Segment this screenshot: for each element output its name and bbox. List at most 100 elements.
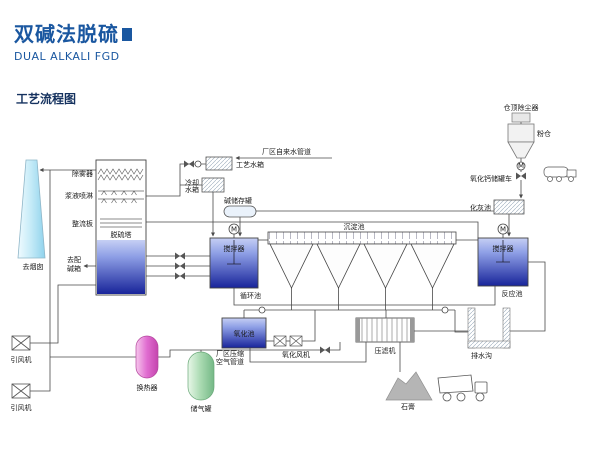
silo-dust-collector-box xyxy=(511,112,531,123)
powder-silo-body xyxy=(507,123,535,143)
spray-layer-icon xyxy=(98,190,144,204)
filter-press-label: 压滤机 xyxy=(375,346,396,355)
demister-icon xyxy=(97,168,144,181)
valve-icon xyxy=(516,172,526,180)
filter-press: 压滤机 xyxy=(355,317,415,355)
cooling-water-tank: 冷却 水箱 xyxy=(185,177,225,194)
reaction-tank: M 搅拌器 反应池 xyxy=(477,223,529,298)
id-fan-2: 引风机 xyxy=(11,383,32,412)
motor-label: M xyxy=(518,162,524,170)
alkali-storage-tank-label: 碱储存罐 xyxy=(224,196,252,205)
gas-storage-tank: 储气罐 厂区压缩 空气管道 xyxy=(187,349,244,413)
process-water-tank: 工艺水箱 厂区自来水管道 xyxy=(205,147,311,171)
alkali-storage-tank-vessel xyxy=(223,205,257,218)
tap-water-pipe-label: 厂区自来水管道 xyxy=(262,147,311,156)
diagram-title: 工艺流程图 xyxy=(16,92,77,106)
oxidation-fan-label: 氧化风机 xyxy=(282,350,310,359)
drain-ditch-label: 排水沟 xyxy=(471,351,492,360)
valve-icon xyxy=(320,346,330,354)
pipe-hopper-drops xyxy=(291,288,433,310)
alkali-storage-tank: 碱储存罐 xyxy=(223,196,257,218)
page-subtitle: DUAL ALKALI FGD xyxy=(14,50,120,63)
to-alkali-tank-label-1: 去配 xyxy=(67,255,81,264)
agitator-shaft xyxy=(227,240,241,265)
pipe-filtrate xyxy=(249,342,367,363)
silo-dust-collector-label: 仓顶除尘器 xyxy=(504,103,539,112)
motor-label: M xyxy=(500,226,506,234)
gypsum-label: 石膏 xyxy=(401,402,415,411)
id-fan-1-label: 引风机 xyxy=(11,355,32,364)
sedimentation-launder xyxy=(267,231,457,245)
agitator-left-label: 搅拌器 xyxy=(224,244,245,253)
process-water-tank-label: 工艺水箱 xyxy=(236,160,264,169)
header: 双碱法脱硫 DUAL ALKALI FGD xyxy=(14,18,132,63)
motor-icon xyxy=(516,161,526,171)
drain-floor xyxy=(467,340,511,349)
oxidation-pool-label: 氧化池 xyxy=(234,329,255,338)
pipe-fan2-riser xyxy=(30,170,51,392)
slurry-spray-label: 浆液喷淋 xyxy=(65,191,93,200)
circulation-tank: M 搅拌器 循环池 xyxy=(209,223,261,300)
pipes xyxy=(30,122,546,392)
lime-slaking-pool-box xyxy=(493,199,525,215)
gypsum-pile-icon xyxy=(385,371,433,401)
chimney-label: 去烟囱 xyxy=(23,262,44,271)
pump-icon xyxy=(258,306,266,314)
tower-liquid xyxy=(97,240,145,294)
fgd-tower-label: 脱硫塔 xyxy=(111,230,132,239)
oxidation-fans: 氧化风机 xyxy=(273,335,310,359)
gas-storage-tank-vessel xyxy=(187,351,215,401)
filter-press-endplate xyxy=(410,318,414,342)
fgd-tower: 除雾器 浆液喷淋 整流板 脱硫塔 去配 碱箱 xyxy=(65,159,147,296)
oxidation-pool: 氧化池 xyxy=(221,317,267,349)
pump-icon xyxy=(194,160,202,168)
heat-exchanger-label: 换热器 xyxy=(137,383,158,392)
id-fan-2-label: 引风机 xyxy=(11,403,32,412)
id-fan-1: 引风机 xyxy=(11,335,32,364)
pipe-oxifan-3 xyxy=(302,310,316,342)
sedimentation-hoppers xyxy=(269,243,455,289)
valve-icon xyxy=(175,272,185,280)
to-alkali-tank-label-2: 碱箱 xyxy=(67,264,81,273)
circulation-pool-label: 循环池 xyxy=(240,291,261,300)
filter-press-frame xyxy=(355,317,415,343)
filter-press-endplate xyxy=(356,318,360,342)
dump-truck-icon xyxy=(437,374,488,402)
sedimentation-pool: 沉淀池 xyxy=(267,222,457,289)
pipe-return xyxy=(233,286,496,306)
cooling-water-tank-box xyxy=(201,177,225,193)
cooling-tank-label-1: 冷却 xyxy=(185,178,199,187)
rectifier-plate-label: 整流板 xyxy=(72,219,93,228)
valve-icon xyxy=(175,252,185,260)
motor-icon xyxy=(497,223,509,235)
agitator-shaft xyxy=(496,240,510,263)
valve-icon xyxy=(184,160,194,168)
gas-storage-tank-label: 储气罐 xyxy=(191,404,212,413)
powder-silo-cone xyxy=(507,141,535,159)
chimney: 去烟囱 xyxy=(17,159,46,271)
pipe-fan1-to-tower xyxy=(30,284,96,344)
gypsum-pile: 石膏 xyxy=(385,371,433,411)
filter-press-plates xyxy=(361,318,408,342)
drain-ditch: 排水沟 xyxy=(467,307,511,360)
heat-exchanger: 换热器 xyxy=(135,335,159,392)
pump-icon xyxy=(441,306,449,314)
motor-icon xyxy=(228,223,240,235)
pipe-air-main xyxy=(158,342,341,358)
title-block-icon xyxy=(122,28,132,41)
cooling-tank-label-2: 水箱 xyxy=(185,185,199,194)
powder-silo-label: 粉仓 xyxy=(537,129,551,138)
compressed-air-pipe-label-1: 厂区压缩 xyxy=(216,349,244,358)
pipe-collector-drain xyxy=(454,310,468,333)
compressed-air-pipe-label-2: 空气管道 xyxy=(216,357,244,366)
valve-icon xyxy=(175,262,185,270)
pipe-quench xyxy=(146,221,479,238)
motor-label: M xyxy=(231,226,237,234)
cao-tank-truck-label: 氧化钙储罐车 xyxy=(470,174,512,183)
pumps xyxy=(194,160,449,314)
reaction-pool-label: 反应池 xyxy=(502,289,523,298)
cao-truck-icon xyxy=(543,166,577,182)
heat-exchanger-vessel xyxy=(135,335,159,379)
